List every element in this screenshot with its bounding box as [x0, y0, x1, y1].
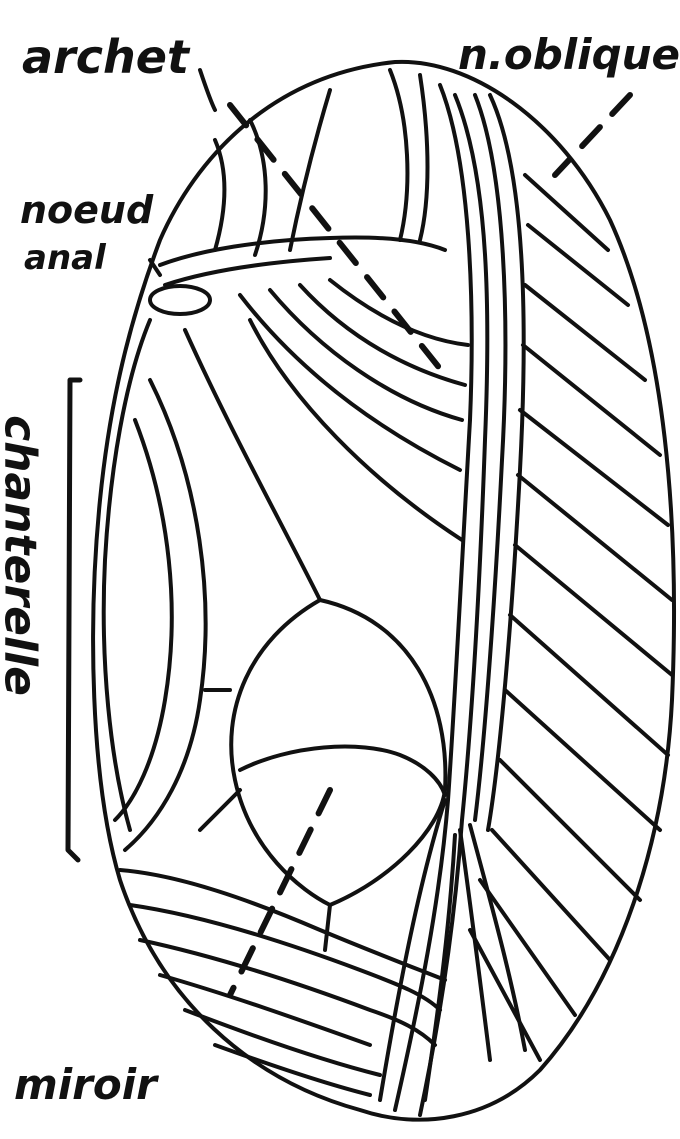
archet-veins	[160, 70, 445, 285]
fan-veins	[240, 280, 468, 540]
lower-veins	[120, 800, 445, 1100]
label-archet: archet	[22, 30, 189, 84]
wing-outline	[93, 62, 674, 1120]
label-chanterelle: chanterelle	[0, 376, 46, 736]
chanterelle-veins	[115, 330, 320, 850]
label-n-oblique: n.oblique	[458, 30, 680, 79]
archet-leader	[200, 70, 215, 110]
label-anal: anal	[24, 238, 106, 278]
anal-node	[150, 286, 210, 314]
costal-vein	[104, 320, 150, 830]
label-miroir: miroir	[14, 1060, 157, 1109]
label-noeud: noeud	[20, 188, 153, 232]
chanterelle-bracket	[68, 380, 80, 860]
